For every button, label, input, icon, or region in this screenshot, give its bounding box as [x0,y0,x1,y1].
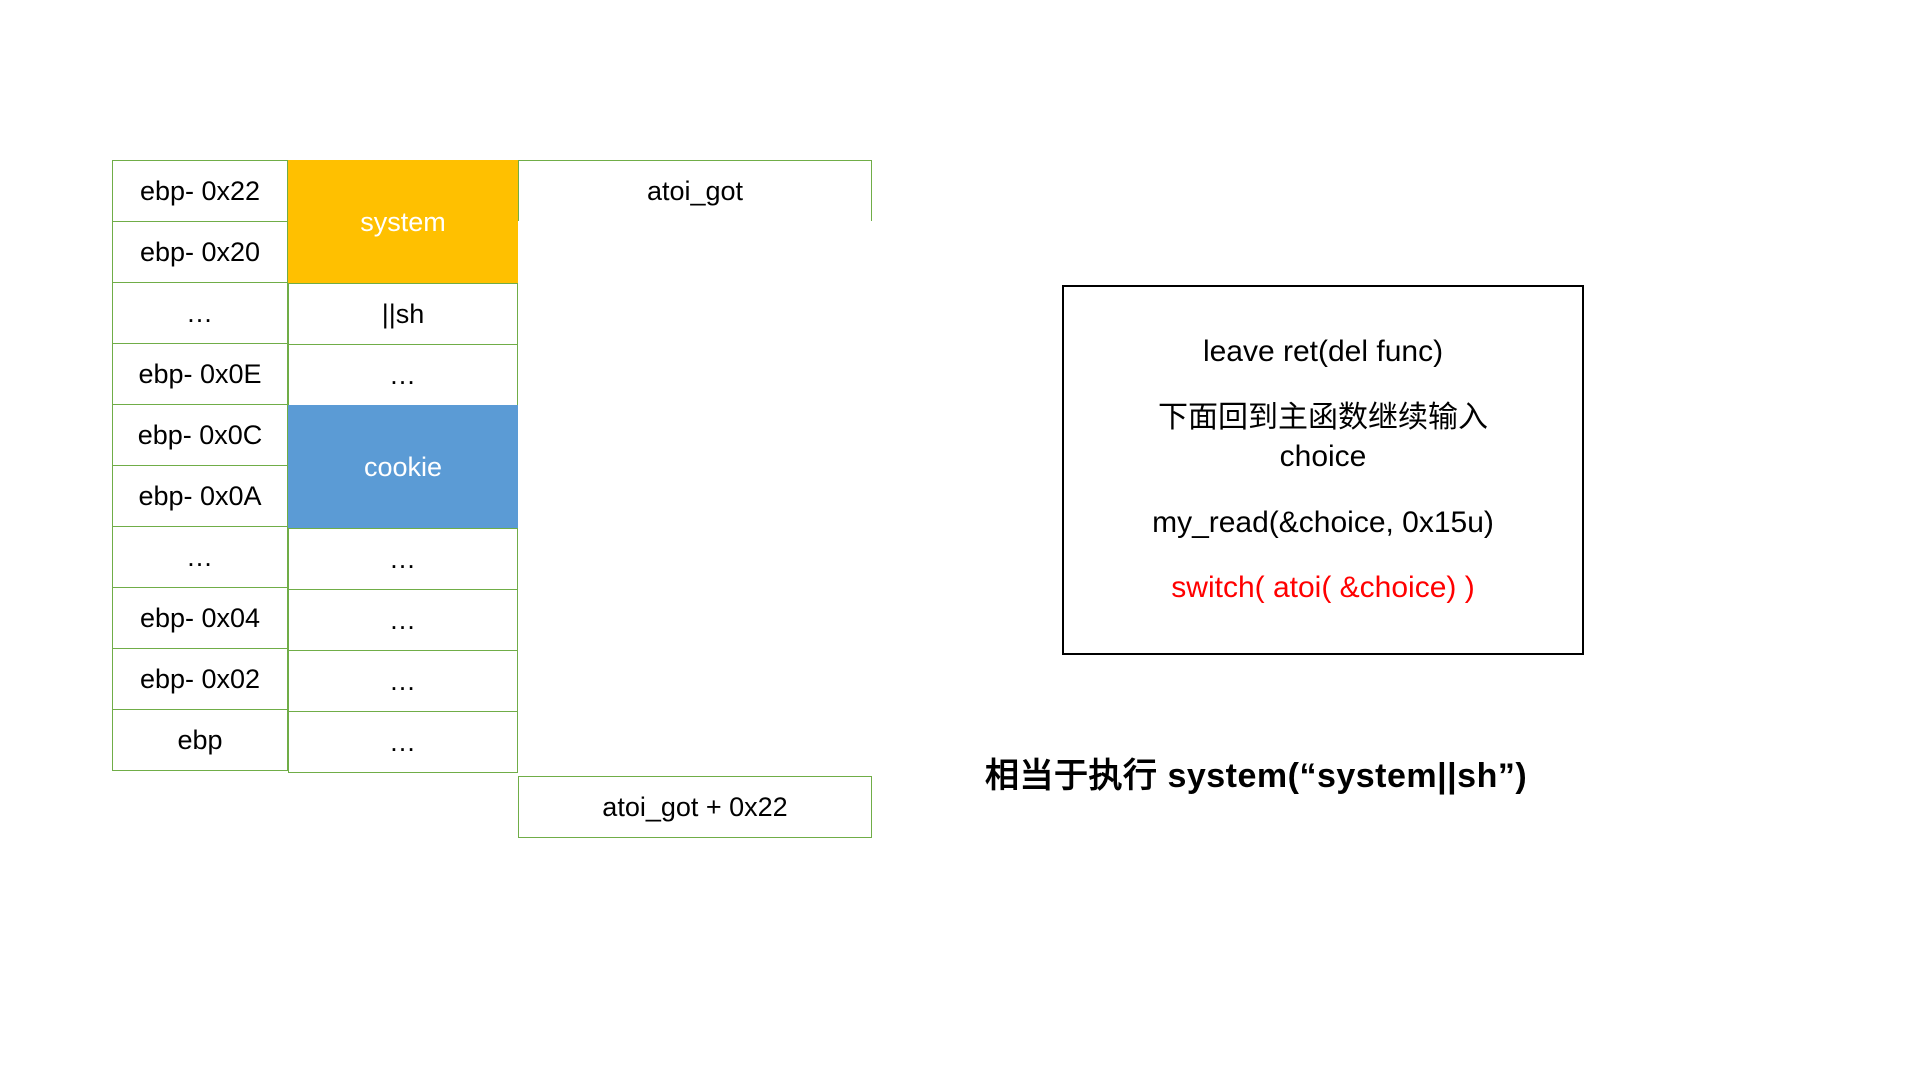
address-label: ebp- 0x0A [138,480,262,511]
note-label: atoi_got + 0x22 [602,791,788,822]
note-cell-atoi-got-offset: atoi_got + 0x22 [518,776,872,838]
code-line-switch-atoi: switch( atoi( &choice) ) [1171,571,1475,605]
address-label: ebp [177,724,223,755]
value-label: … [389,726,417,757]
value-label: … [389,604,417,635]
table-row: ebp- 0x20 [112,221,288,283]
explanation-box: leave ret(del func) 下面回到主函数继续输入 choice m… [1062,285,1584,655]
code-line-note-chinese: 下面回到主函数继续输入 choice [1158,400,1488,474]
value-cell-shell: ||sh [288,283,518,345]
value-label: cookie [363,451,443,482]
table-row: ebp [112,709,288,771]
note-label: atoi_got [646,175,744,206]
value-cell: … [288,344,518,406]
value-label: system [360,206,446,237]
value-label: … [389,359,417,390]
address-column: ebp- 0x22 ebp- 0x20 … ebp- 0x0E ebp- 0x0… [112,160,288,771]
note-cell-atoi-got: atoi_got [518,160,872,222]
address-label: ebp- 0x22 [139,175,261,206]
table-row: ebp- 0x0A [112,465,288,527]
table-row: … [112,282,288,344]
address-label: ebp- 0x0E [138,358,262,389]
value-cell-system: system [288,160,518,284]
table-row: ebp- 0x02 [112,648,288,710]
table-row: ebp- 0x0C [112,404,288,466]
value-cell: … [288,589,518,651]
value-label: … [389,665,417,696]
address-label: ebp- 0x20 [139,236,261,267]
summary-caption: 相当于执行 system(“system||sh”) [985,757,1528,795]
code-line-my-read: my_read(&choice, 0x15u) [1152,505,1494,539]
note-spacer [518,221,872,777]
value-label: … [389,543,417,574]
address-label: … [186,297,214,328]
address-label: ebp- 0x02 [139,663,261,694]
value-cell: … [288,650,518,712]
value-column: system ||sh … cookie … … … … [288,160,518,773]
value-label: ||sh [381,298,425,329]
value-cell-cookie: cookie [288,405,518,529]
value-cell: … [288,528,518,590]
table-row: ebp- 0x04 [112,587,288,649]
code-line-leave-ret: leave ret(del func) [1202,335,1444,369]
address-label: … [186,541,214,572]
address-label: ebp- 0x0C [137,419,263,450]
address-label: ebp- 0x04 [139,602,261,633]
note-column: atoi_got atoi_got + 0x22 [518,160,872,838]
value-cell: … [288,711,518,773]
table-row: ebp- 0x22 [112,160,288,222]
table-row: ebp- 0x0E [112,343,288,405]
table-row: … [112,526,288,588]
